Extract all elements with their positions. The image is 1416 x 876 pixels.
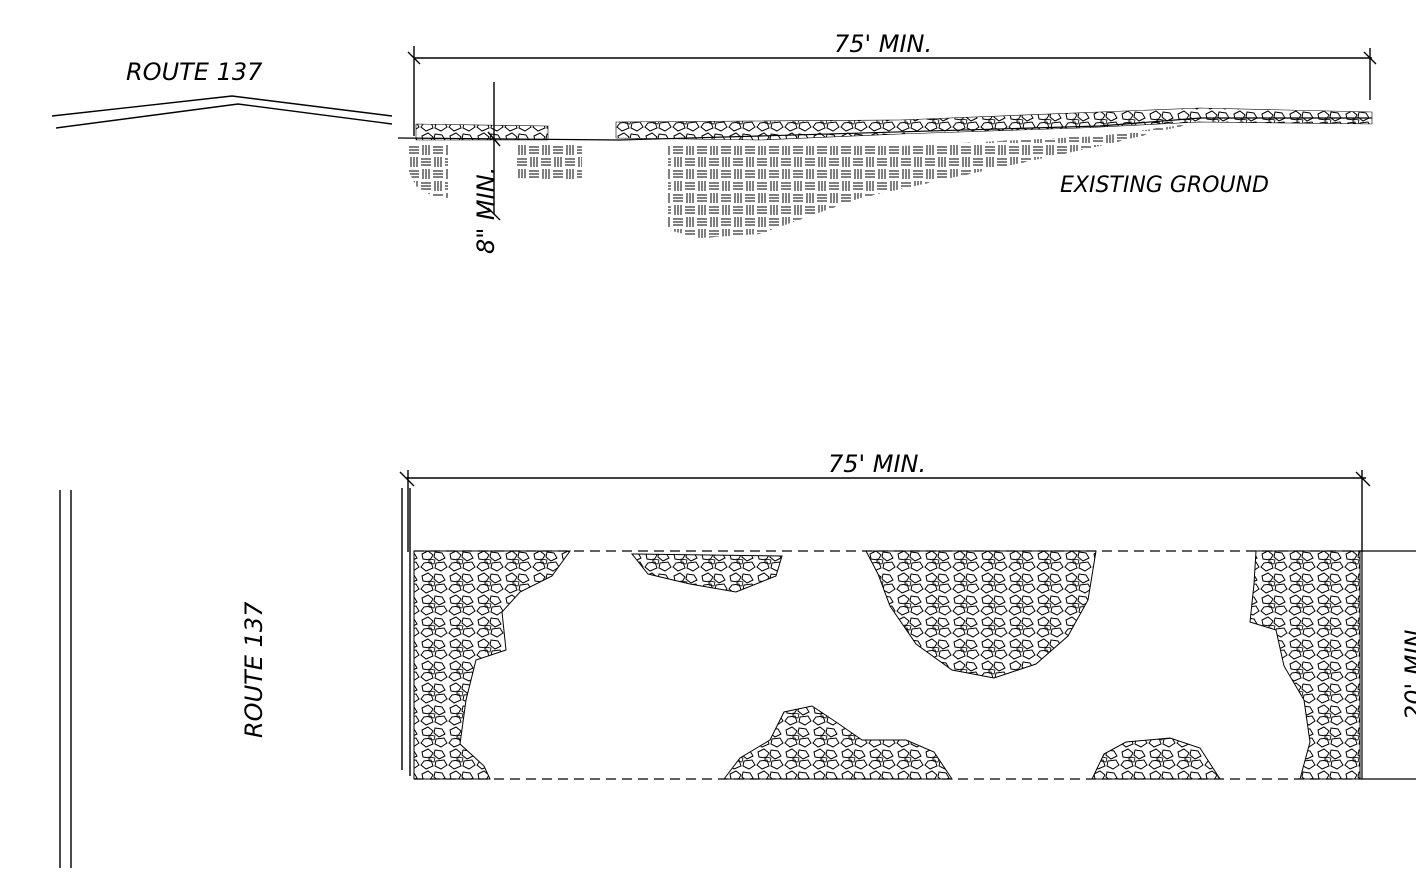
profile-view: ROUTE 137 75' MIN. 8" MIN. EXISTING GROU… bbox=[51, 30, 1377, 254]
stone-patch-right bbox=[1249, 550, 1361, 780]
stone-patch-top-center bbox=[865, 550, 1097, 679]
stone-patch-top-small bbox=[630, 553, 783, 593]
profile-length-label: 75' MIN. bbox=[834, 30, 932, 58]
subbase-fill-left-a bbox=[408, 144, 448, 198]
subbase-fill-main bbox=[668, 124, 1190, 238]
depth-dimension-label: 8" MIN. bbox=[472, 167, 500, 254]
plan-road-label: ROUTE 137 bbox=[240, 601, 268, 738]
plan-length-label: 75' MIN. bbox=[828, 450, 926, 478]
stone-patch-left bbox=[413, 550, 571, 780]
stone-surface-main bbox=[615, 107, 1373, 141]
road-crown-line bbox=[51, 95, 393, 117]
dimension-arrow bbox=[407, 51, 1377, 65]
stone-patch-bottom-center bbox=[722, 705, 953, 780]
subbase-fill-left-b bbox=[516, 144, 582, 180]
plan-view: ROUTE 137 75' MIN. 20' MIN. bbox=[59, 450, 1416, 868]
plan-width-label: 20' MIN. bbox=[1400, 622, 1416, 720]
stone-patch-bottom-right bbox=[1091, 737, 1221, 780]
road-crown-line-lower bbox=[55, 103, 393, 129]
existing-ground-label: EXISTING GROUND bbox=[1060, 173, 1269, 198]
profile-road-label: ROUTE 137 bbox=[126, 58, 263, 86]
stone-surface-left bbox=[415, 123, 549, 141]
